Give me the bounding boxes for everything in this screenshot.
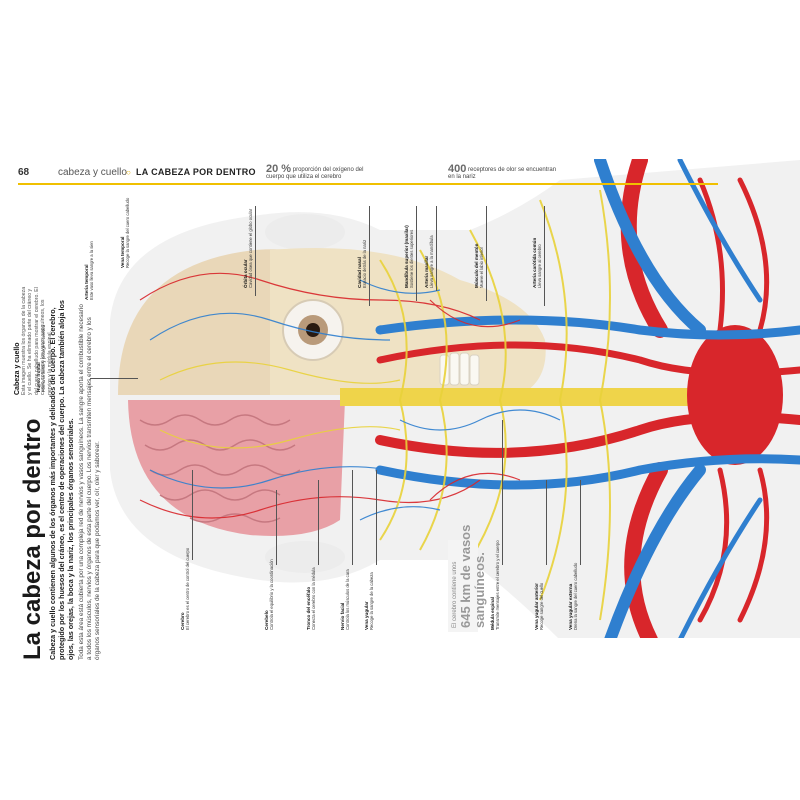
leader-line: [192, 470, 193, 560]
label-arteria-carotida: Arteria carótida común Lleva sangre al c…: [532, 237, 543, 288]
leader-line: [369, 206, 370, 306]
heart: [687, 325, 783, 465]
leader-line: [580, 480, 581, 565]
leader-line: [255, 206, 256, 296]
leader-line: [486, 206, 487, 301]
label-nervio-facial: Nervio facial Controla los músculos de l…: [340, 569, 351, 630]
veins: [375, 159, 800, 638]
label-mandibula-superior: Mandíbula superior (maxilar) Sostiene lo…: [404, 225, 415, 288]
leader-line: [544, 206, 545, 306]
stat-oxygen: 20 % proporción del oxígeno del cuerpo q…: [266, 163, 364, 181]
label-orbita-ocular: Órbita ocular Cavidad ósea que contiene …: [243, 208, 254, 288]
section-title: cabeza y cuello: [58, 167, 127, 178]
label-musculo-menton: Músculo del mentón Mueve el labio inferi…: [474, 243, 485, 288]
header-rule: [18, 183, 718, 185]
leader-line: [90, 378, 138, 379]
ear-top: [265, 214, 345, 250]
label-vena-yugular-externa: Vena yugular externa Drena la sangre del…: [568, 562, 579, 630]
info-box: Cabeza y cuello Esta imagen muestra los …: [14, 285, 53, 395]
leader-line: [436, 206, 437, 291]
fact-box: El cerebro contiene unos 645 km de vasos…: [452, 524, 487, 628]
separator-circle-icon: ○: [126, 168, 131, 177]
brain-folds: [139, 414, 301, 523]
fact-box-background: [448, 540, 478, 632]
ear-bottom: [265, 541, 345, 573]
leader-line: [502, 420, 503, 565]
label-cerebelo: Cerebelo Controla el equilibrio y la coo…: [264, 559, 275, 630]
pupil: [306, 323, 320, 337]
label-cavidad-nasal: Cavidad nasal Espacio detrás de la nariz: [357, 239, 368, 288]
intro-body: Toda esta área está cubierta por una com…: [78, 304, 102, 660]
leader-line: [546, 480, 547, 565]
stat-receptors: 400 receptores de olor se encuentran en …: [448, 163, 557, 181]
chapter-title: LA CABEZA POR DENTRO: [136, 167, 256, 177]
label-arteria-maxilar: Arteria maxilar Lleva sangre a la mandíb…: [424, 235, 435, 288]
label-vena-temporal: Vena temporal Recoge la sangre del cuero…: [120, 197, 131, 268]
leader-line: [276, 490, 277, 565]
page-header: 68 cabeza y cuello ○ LA CABEZA POR DENTR…: [18, 163, 578, 184]
label-vena-yugular-anterior: Vena yugular anterior Recoge sangre del …: [534, 582, 545, 630]
info-box-title: Cabeza y cuello: [14, 342, 21, 395]
spinal-cord: [340, 388, 760, 406]
leader-line: [416, 206, 417, 301]
label-cerebro: Cerebro El cerebro es el centro de contr…: [180, 547, 191, 630]
label-hueso-frontal: Hueso frontal Forma la frente y protege …: [36, 325, 47, 392]
leader-line: [352, 470, 353, 565]
vessel-network: [139, 189, 611, 621]
page-number: 68: [18, 167, 30, 178]
label-arteria-temporal: Arteria temporal Este vaso lleva sangre …: [84, 241, 95, 300]
label-tronco-encefalo: Tronco del encéfalo Conecta el cerebro c…: [306, 567, 317, 630]
leader-line: [376, 470, 377, 565]
leader-line: [318, 480, 319, 565]
label-vena-yugular: Vena yugular Recoge la sangre de la cabe…: [364, 572, 375, 630]
label-medula-espinal: Médula espinal Transmite mensajes entre …: [490, 540, 501, 630]
